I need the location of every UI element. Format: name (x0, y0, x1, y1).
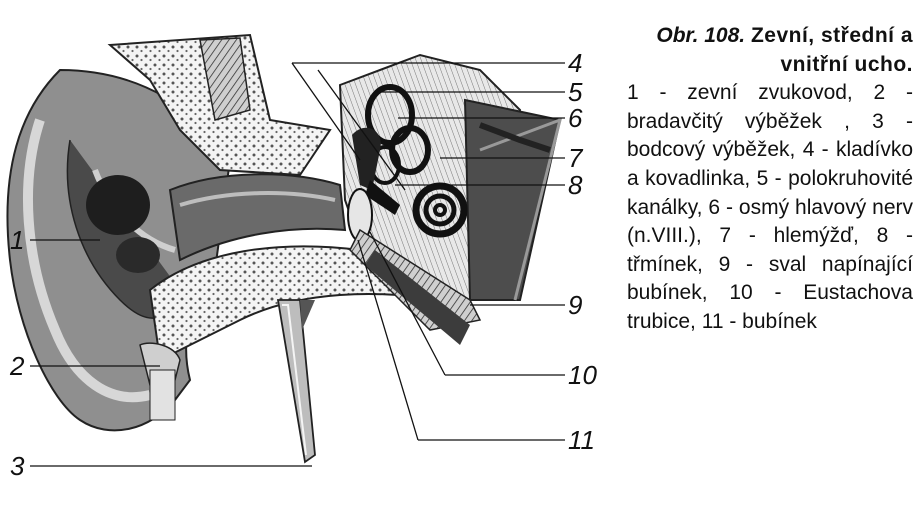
styloid-process-shape (278, 300, 315, 462)
callout-8: 8 (568, 170, 583, 200)
caption-heading: Obr. 108. Zevní, střední a vnitřní ucho. (627, 22, 913, 79)
callout-11: 11 (568, 425, 595, 455)
callout-1: 1 (10, 225, 24, 255)
caption-number: Obr. 108. (656, 24, 745, 47)
callout-7: 7 (568, 143, 584, 173)
ear-anatomy-illustration: 1 2 3 4 5 6 7 8 9 10 11 (0, 0, 620, 500)
callout-6: 6 (568, 103, 583, 133)
callout-4: 4 (568, 48, 582, 78)
callout-9: 9 (568, 290, 582, 320)
callout-2: 2 (9, 351, 25, 381)
figure-caption: Obr. 108. Zevní, střední a vnitřní ucho.… (627, 22, 913, 337)
callout-3: 3 (10, 451, 25, 481)
caption-title: Zevní, střední a vnitřní ucho. (751, 24, 913, 76)
caption-text: 1 - zevní zvukovod, 2 - bradavčitý výběž… (627, 81, 913, 333)
callout-10: 10 (568, 360, 597, 390)
